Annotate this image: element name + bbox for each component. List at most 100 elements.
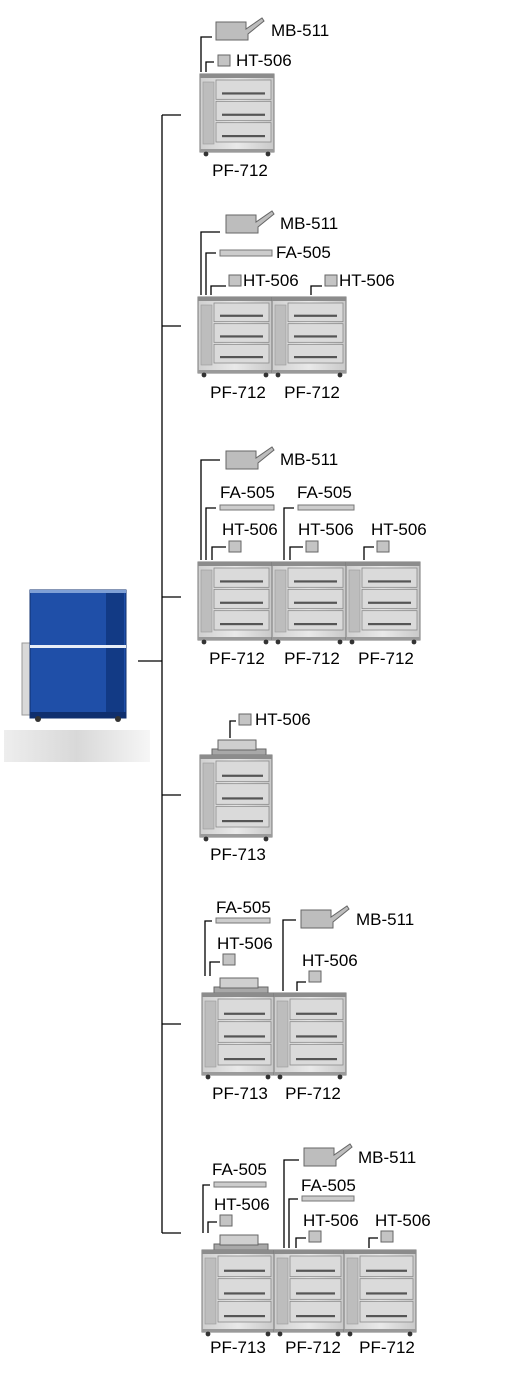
cabinet-base [198, 637, 272, 640]
cabinet-drawer [287, 302, 344, 323]
cabinet-drawer [287, 323, 344, 343]
connection-tree [138, 114, 181, 1234]
cabinet-wheel [265, 1331, 271, 1337]
cabinet-wheel [347, 1331, 353, 1337]
leader-line [363, 546, 374, 560]
ht-506-option: HT-506 [368, 1211, 431, 1248]
cabinet-drawer [217, 1255, 272, 1278]
leader-line [202, 1184, 210, 1233]
cabinet-top [272, 562, 346, 566]
leader-line [200, 231, 220, 295]
heater-icon [219, 1214, 233, 1227]
cabinet-drawer [289, 1043, 344, 1066]
main-unit-wheel [115, 716, 121, 722]
paper-feeder-unit [201, 992, 275, 1080]
drawer-handle [222, 797, 263, 800]
option-label: HT-506 [222, 520, 278, 539]
drawer-handle [368, 601, 411, 604]
ht-506-option: HT-506 [205, 51, 292, 72]
cabinet-drawer [213, 343, 270, 364]
ht-506-option: HT-506 [296, 951, 358, 991]
configurations: PF-712 MB-511 HT-506 PF-712 PF-712 MB-51… [197, 17, 431, 1357]
drawer-handle [220, 335, 263, 338]
feed-assist-icon [219, 504, 275, 511]
leader-line [288, 1198, 298, 1248]
cabinet-wheel [205, 1074, 211, 1080]
cabinet-side-panel [348, 569, 361, 633]
cabinet-top [198, 562, 272, 566]
manual-bypass-icon [225, 446, 275, 470]
manual-bypass-icon [303, 1143, 353, 1167]
fa-505-option: FA-505 [204, 898, 271, 976]
ht-506-option: HT-506 [210, 271, 299, 295]
drawer-handle [294, 623, 337, 626]
option-label: FA-505 [212, 1160, 267, 1179]
cabinet-wheel [337, 372, 343, 378]
cabinet-wheel [337, 1074, 343, 1080]
cabinet-drawer [361, 610, 418, 631]
option-label: MB-511 [280, 214, 338, 233]
cabinet-top [202, 1250, 274, 1254]
drawer-handle [294, 580, 337, 583]
paper-feeder-unit [199, 754, 273, 842]
heater-icon [308, 1230, 322, 1243]
mb-511-option: MB-511 [282, 905, 414, 991]
scanner-body [219, 1234, 259, 1246]
paper-feeder-unit [271, 296, 347, 378]
fa-505-option: FA-505 [283, 483, 355, 560]
cabinet-base [202, 1329, 274, 1332]
cabinet-base [202, 1072, 274, 1075]
manual-bypass-icon [225, 210, 275, 234]
cabinet-wheel [275, 639, 281, 645]
fa-505-option: FA-505 [288, 1176, 356, 1248]
leader-line [205, 61, 214, 72]
cabinet-top [274, 1250, 344, 1254]
heater-icon [228, 540, 242, 553]
drawer-handle [222, 774, 263, 777]
cabinet-base [272, 637, 346, 640]
cabinet-side-panel [274, 569, 287, 633]
fa-505-option: FA-505 [205, 243, 331, 295]
configuration-6: PF-713 PF-712 PF-712 FA-505 MB-511 FA-50… [201, 1143, 431, 1357]
main-unit-base [30, 712, 126, 718]
cabinet-wheel [277, 1074, 283, 1080]
mb-511-option: MB-511 [200, 446, 338, 560]
drawer-handle [224, 1058, 265, 1061]
option-label: MB-511 [356, 910, 414, 929]
cabinet-drawer [287, 567, 344, 588]
leader-line [207, 1221, 217, 1233]
option-label: HT-506 [371, 520, 427, 539]
main-unit [4, 589, 150, 762]
cabinet-top [272, 297, 346, 301]
leader-line [295, 1237, 306, 1248]
option-label: MB-511 [358, 1148, 416, 1167]
cabinet-wheel [411, 639, 417, 645]
drawer-handle [224, 1035, 265, 1038]
cabinet-top [346, 562, 420, 566]
cabinet-side-panel [202, 762, 215, 830]
cabinet-base [272, 370, 346, 373]
manual-bypass-icon [215, 17, 265, 41]
heater-icon [228, 274, 242, 287]
leader-line [204, 920, 212, 976]
cabinet-wheel [201, 639, 207, 645]
leader-line [289, 546, 303, 560]
paper-feeder-unit [199, 73, 275, 157]
option-label: FA-505 [297, 483, 352, 502]
main-unit-shadow [4, 730, 150, 762]
leader-line [310, 285, 322, 295]
drawer-handle [294, 314, 337, 317]
cabinet-drawer [217, 1278, 272, 1300]
drawer-handle [220, 601, 263, 604]
leader-line [205, 507, 216, 560]
drawer-handle [224, 1012, 265, 1015]
cabinet-wheel [265, 151, 271, 157]
drawer-handle [294, 356, 337, 359]
main-unit-wheel [35, 716, 41, 722]
leader-line [283, 1159, 299, 1248]
mb-511-option: MB-511 [200, 210, 338, 295]
configuration-2: PF-712 PF-712 MB-511 FA-505 HT-506 HT-50 [197, 210, 395, 402]
paper-feeder-unit [273, 1249, 345, 1337]
option-label: HT-506 [339, 271, 395, 290]
ht-506-option: HT-506 [229, 710, 311, 738]
